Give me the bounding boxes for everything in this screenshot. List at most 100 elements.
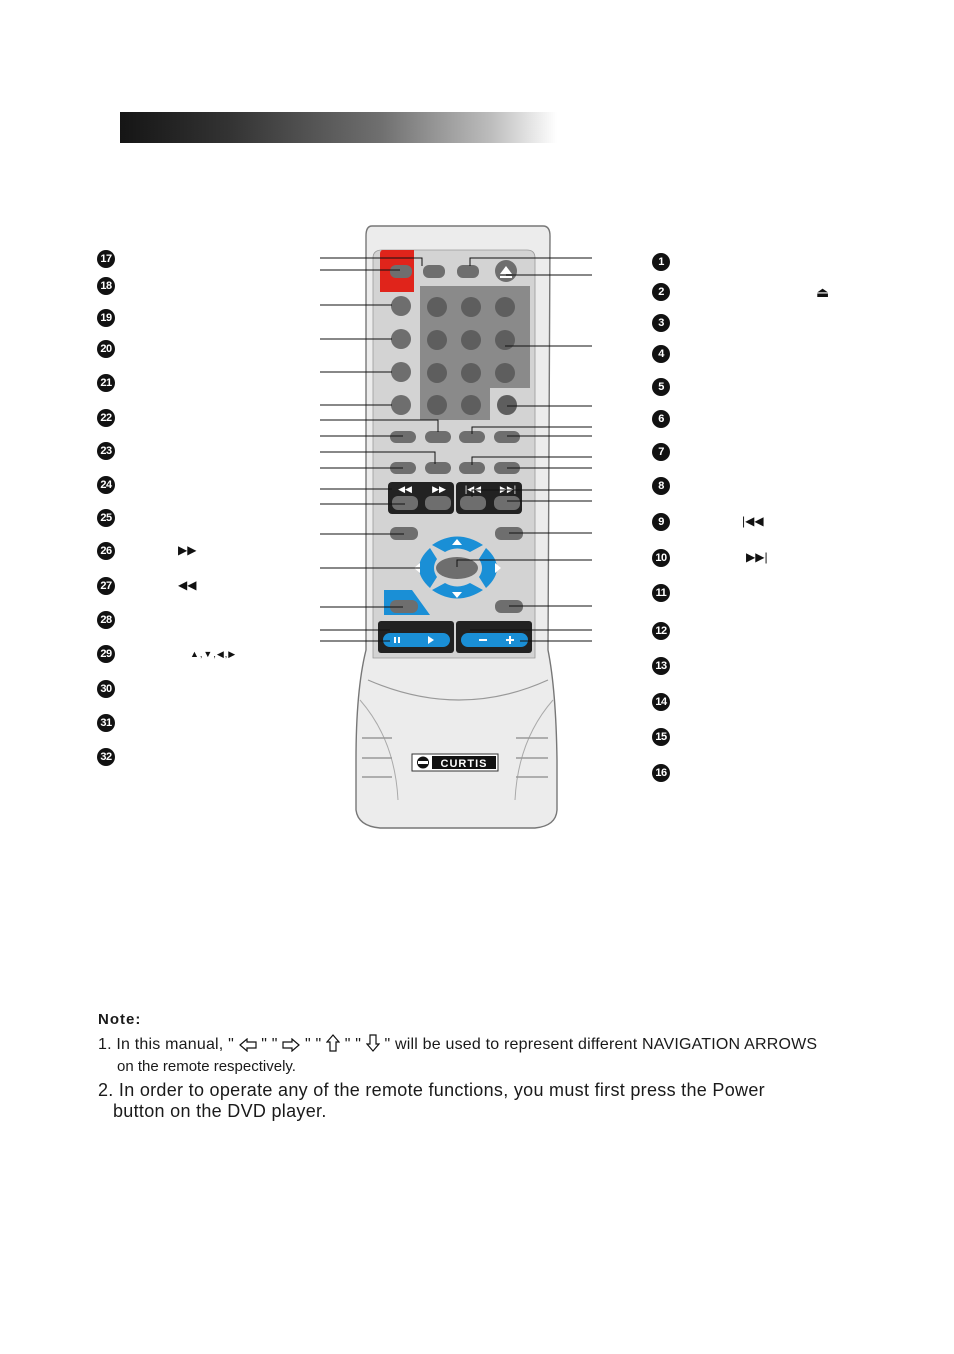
rewind-icon: ◀◀ bbox=[178, 578, 197, 592]
callout-17: 17 bbox=[97, 248, 115, 270]
enter-lower-left-button bbox=[390, 600, 418, 613]
callout-number: 7 bbox=[652, 443, 670, 461]
callout-13: 13 bbox=[652, 655, 670, 677]
callout-number: 29 bbox=[97, 645, 115, 663]
skip-forward-icon: ▶▶| bbox=[746, 550, 768, 564]
note-item-2: 2. In order to operate any of the remote… bbox=[98, 1080, 765, 1122]
callout-11: 11 bbox=[652, 582, 670, 604]
callout-1: 1 bbox=[652, 251, 670, 273]
note-item-1-sep: " " bbox=[344, 1036, 362, 1053]
callout-16: 16 bbox=[652, 762, 670, 784]
callout-2: 2 bbox=[652, 281, 670, 303]
callout-number: 3 bbox=[652, 314, 670, 332]
callout-3: 3 bbox=[652, 312, 670, 334]
callout-number: 19 bbox=[97, 309, 115, 327]
right-leader-lines bbox=[456, 257, 592, 642]
top-row-buttons bbox=[390, 260, 517, 282]
down-arrow-icon bbox=[365, 1034, 380, 1052]
callout-number: 13 bbox=[652, 657, 670, 675]
transport-buttons: ◀◀ ▶▶ |◀◀ ▶▶| bbox=[388, 482, 522, 514]
callout-8: 8 bbox=[652, 475, 670, 497]
power-button bbox=[390, 265, 412, 278]
callout-14: 14 bbox=[652, 691, 670, 713]
left-column-buttons bbox=[391, 296, 411, 415]
callout-number: 28 bbox=[97, 611, 115, 629]
note-title: Note: bbox=[98, 1011, 142, 1028]
up-arrow-icon bbox=[326, 1034, 341, 1052]
callout-4: 4 bbox=[652, 343, 670, 365]
callout-29: 29 bbox=[97, 643, 115, 665]
note-item-1-line2: on the remote respectively. bbox=[117, 1058, 296, 1075]
fast-forward-icon: ▶▶ bbox=[178, 543, 197, 557]
callout-24: 24 bbox=[97, 474, 115, 496]
skip-back-icon: |◀◀ bbox=[742, 514, 764, 528]
callout-number: 14 bbox=[652, 693, 670, 711]
svg-text:▶▶: ▶▶ bbox=[432, 484, 446, 494]
callout-5: 5 bbox=[652, 376, 670, 398]
note-item-2-line2: button on the DVD player. bbox=[113, 1101, 327, 1121]
callout-7: 7 bbox=[652, 441, 670, 463]
callout-number: 30 bbox=[97, 680, 115, 698]
left-arrow-icon bbox=[238, 1038, 257, 1052]
left-leader-lines bbox=[320, 257, 439, 642]
function-buttons bbox=[390, 431, 520, 474]
callout-18: 18 bbox=[97, 275, 115, 297]
callout-number: 17 bbox=[97, 250, 115, 268]
svg-text:|◀◀: |◀◀ bbox=[465, 484, 481, 494]
callout-number: 31 bbox=[97, 714, 115, 732]
callout-32: 32 bbox=[97, 746, 115, 768]
callout-number: 32 bbox=[97, 748, 115, 766]
callout-30: 30 bbox=[97, 678, 115, 700]
callout-number: 8 bbox=[652, 477, 670, 495]
callout-number: 12 bbox=[652, 622, 670, 640]
callout-number: 22 bbox=[97, 409, 115, 427]
svg-text:▶▶|: ▶▶| bbox=[500, 484, 516, 494]
volume-bar bbox=[456, 621, 532, 653]
callout-number: 2 bbox=[652, 283, 670, 301]
callout-28: 28 bbox=[97, 609, 115, 631]
callout-21: 21 bbox=[97, 372, 115, 394]
callout-20: 20 bbox=[97, 338, 115, 360]
callout-number: 27 bbox=[97, 577, 115, 595]
callout-number: 21 bbox=[97, 374, 115, 392]
svg-text:◀◀: ◀◀ bbox=[398, 484, 412, 494]
callout-number: 10 bbox=[652, 549, 670, 567]
callout-26: 26 bbox=[97, 540, 115, 562]
top-button-2 bbox=[423, 265, 445, 278]
callout-number: 16 bbox=[652, 764, 670, 782]
brand-logo: CURTIS bbox=[411, 753, 499, 772]
note-item-1: 1. In this manual, " " " " " " " " will … bbox=[98, 1034, 817, 1054]
callout-number: 11 bbox=[652, 584, 670, 602]
arrow-keys-icon: ▲,▼,◀,▶ bbox=[190, 649, 237, 659]
callout-number: 20 bbox=[97, 340, 115, 358]
callout-22: 22 bbox=[97, 407, 115, 429]
callout-19: 19 bbox=[97, 307, 115, 329]
note-item-1-suffix: " will be used to represent different NA… bbox=[384, 1036, 818, 1053]
callout-6: 6 bbox=[652, 408, 670, 430]
note-item-2-line1: 2. In order to operate any of the remote… bbox=[98, 1080, 765, 1100]
section-header-bar bbox=[120, 112, 557, 143]
callout-number: 6 bbox=[652, 410, 670, 428]
callout-15: 15 bbox=[652, 726, 670, 748]
note-item-1-sep: " " bbox=[261, 1036, 278, 1053]
callout-25: 25 bbox=[97, 507, 115, 529]
callout-number: 5 bbox=[652, 378, 670, 396]
callout-number: 23 bbox=[97, 442, 115, 460]
callout-31: 31 bbox=[97, 712, 115, 734]
callout-number: 18 bbox=[97, 277, 115, 295]
callout-number: 9 bbox=[652, 513, 670, 531]
callout-9: 9 bbox=[652, 511, 670, 533]
right-arrow-icon bbox=[282, 1038, 301, 1052]
note-item-1-sep: " " bbox=[305, 1036, 322, 1053]
callout-number: 1 bbox=[652, 253, 670, 271]
callout-12: 12 bbox=[652, 620, 670, 642]
eject-icon: ⏏ bbox=[816, 284, 830, 300]
callout-number: 15 bbox=[652, 728, 670, 746]
top-button-3 bbox=[457, 265, 479, 278]
callout-number: 4 bbox=[652, 345, 670, 363]
keypad-block bbox=[420, 286, 530, 420]
play-pause-bar bbox=[378, 621, 454, 653]
callout-number: 24 bbox=[97, 476, 115, 494]
callout-number: 26 bbox=[97, 542, 115, 560]
